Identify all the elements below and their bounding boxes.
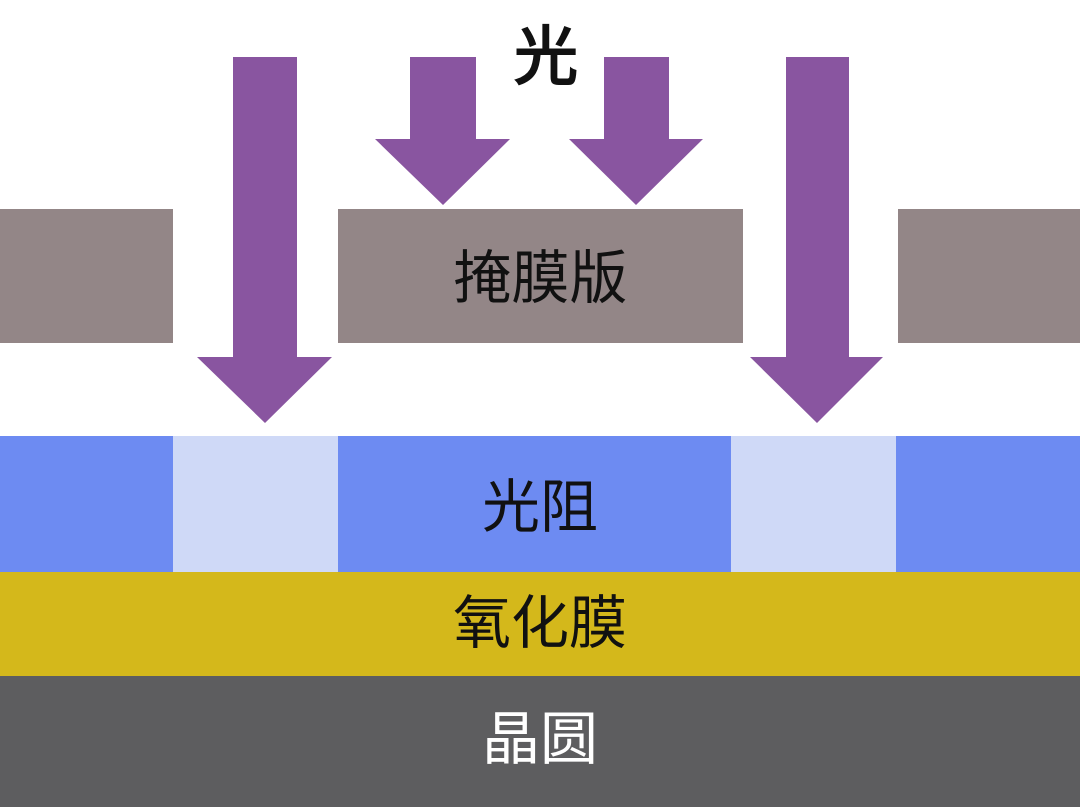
down-arrow-icon bbox=[569, 57, 703, 205]
mask-right bbox=[898, 209, 1080, 343]
mask-center: 掩膜版 bbox=[338, 209, 743, 343]
photoresist-exposed-left bbox=[173, 436, 338, 572]
photoresist-layer: 光阻 bbox=[0, 436, 1080, 572]
light-label: 光 bbox=[514, 21, 578, 95]
down-arrow-icon bbox=[750, 57, 883, 423]
down-arrow-icon bbox=[375, 57, 510, 205]
oxide-label: 氧化膜 bbox=[452, 589, 627, 657]
photoresist-exposed-right bbox=[731, 436, 896, 572]
photoresist-label: 光阻 bbox=[481, 473, 598, 541]
wafer-label: 晶圆 bbox=[481, 705, 598, 773]
down-arrow-icon bbox=[197, 57, 332, 423]
mask-label: 掩膜版 bbox=[453, 244, 628, 312]
oxide-layer: 氧化膜 bbox=[0, 572, 1080, 676]
wafer-layer: 晶圆 bbox=[0, 676, 1080, 807]
mask-left bbox=[0, 209, 173, 343]
